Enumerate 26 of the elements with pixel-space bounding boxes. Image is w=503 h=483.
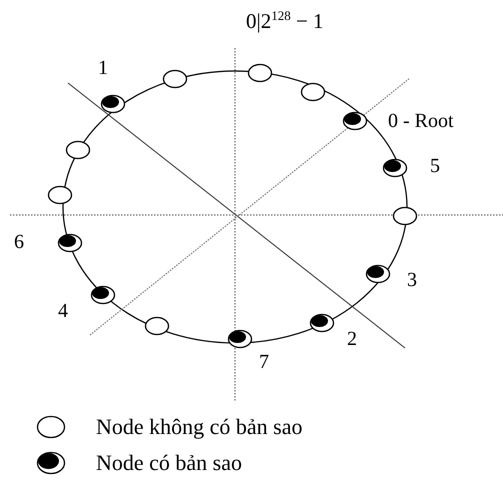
replica-node-marker [309,313,335,333]
node-marker [47,185,73,205]
node-marker [247,63,273,83]
node-label: 0 - Root [388,111,454,131]
node-label: 5 [430,156,440,176]
node-label: 4 [58,301,68,321]
node-marker [65,140,91,160]
replica-node-marker [382,158,408,178]
replica-node-marker [227,329,253,349]
node-label: 3 [407,270,417,290]
replica-node-marker [100,94,126,114]
ring-range-label: 0|2$^{128}$ − 1 [246,8,324,34]
legend-text: Node không có bản sao [96,414,303,440]
node-label: 2 [347,329,357,349]
replica-node-marker [57,233,83,253]
legend-text: Node có bản sao [96,450,242,476]
replica-node-marker [365,264,391,284]
node-label: 6 [14,232,24,252]
node-marker [162,69,188,89]
node-marker [144,316,170,336]
node-label: 1 [98,58,108,78]
node-marker [392,206,418,226]
node-marker [300,82,326,102]
replica-node-marker [90,285,116,305]
node-label: 7 [259,352,269,372]
replica-node-marker [342,111,368,131]
